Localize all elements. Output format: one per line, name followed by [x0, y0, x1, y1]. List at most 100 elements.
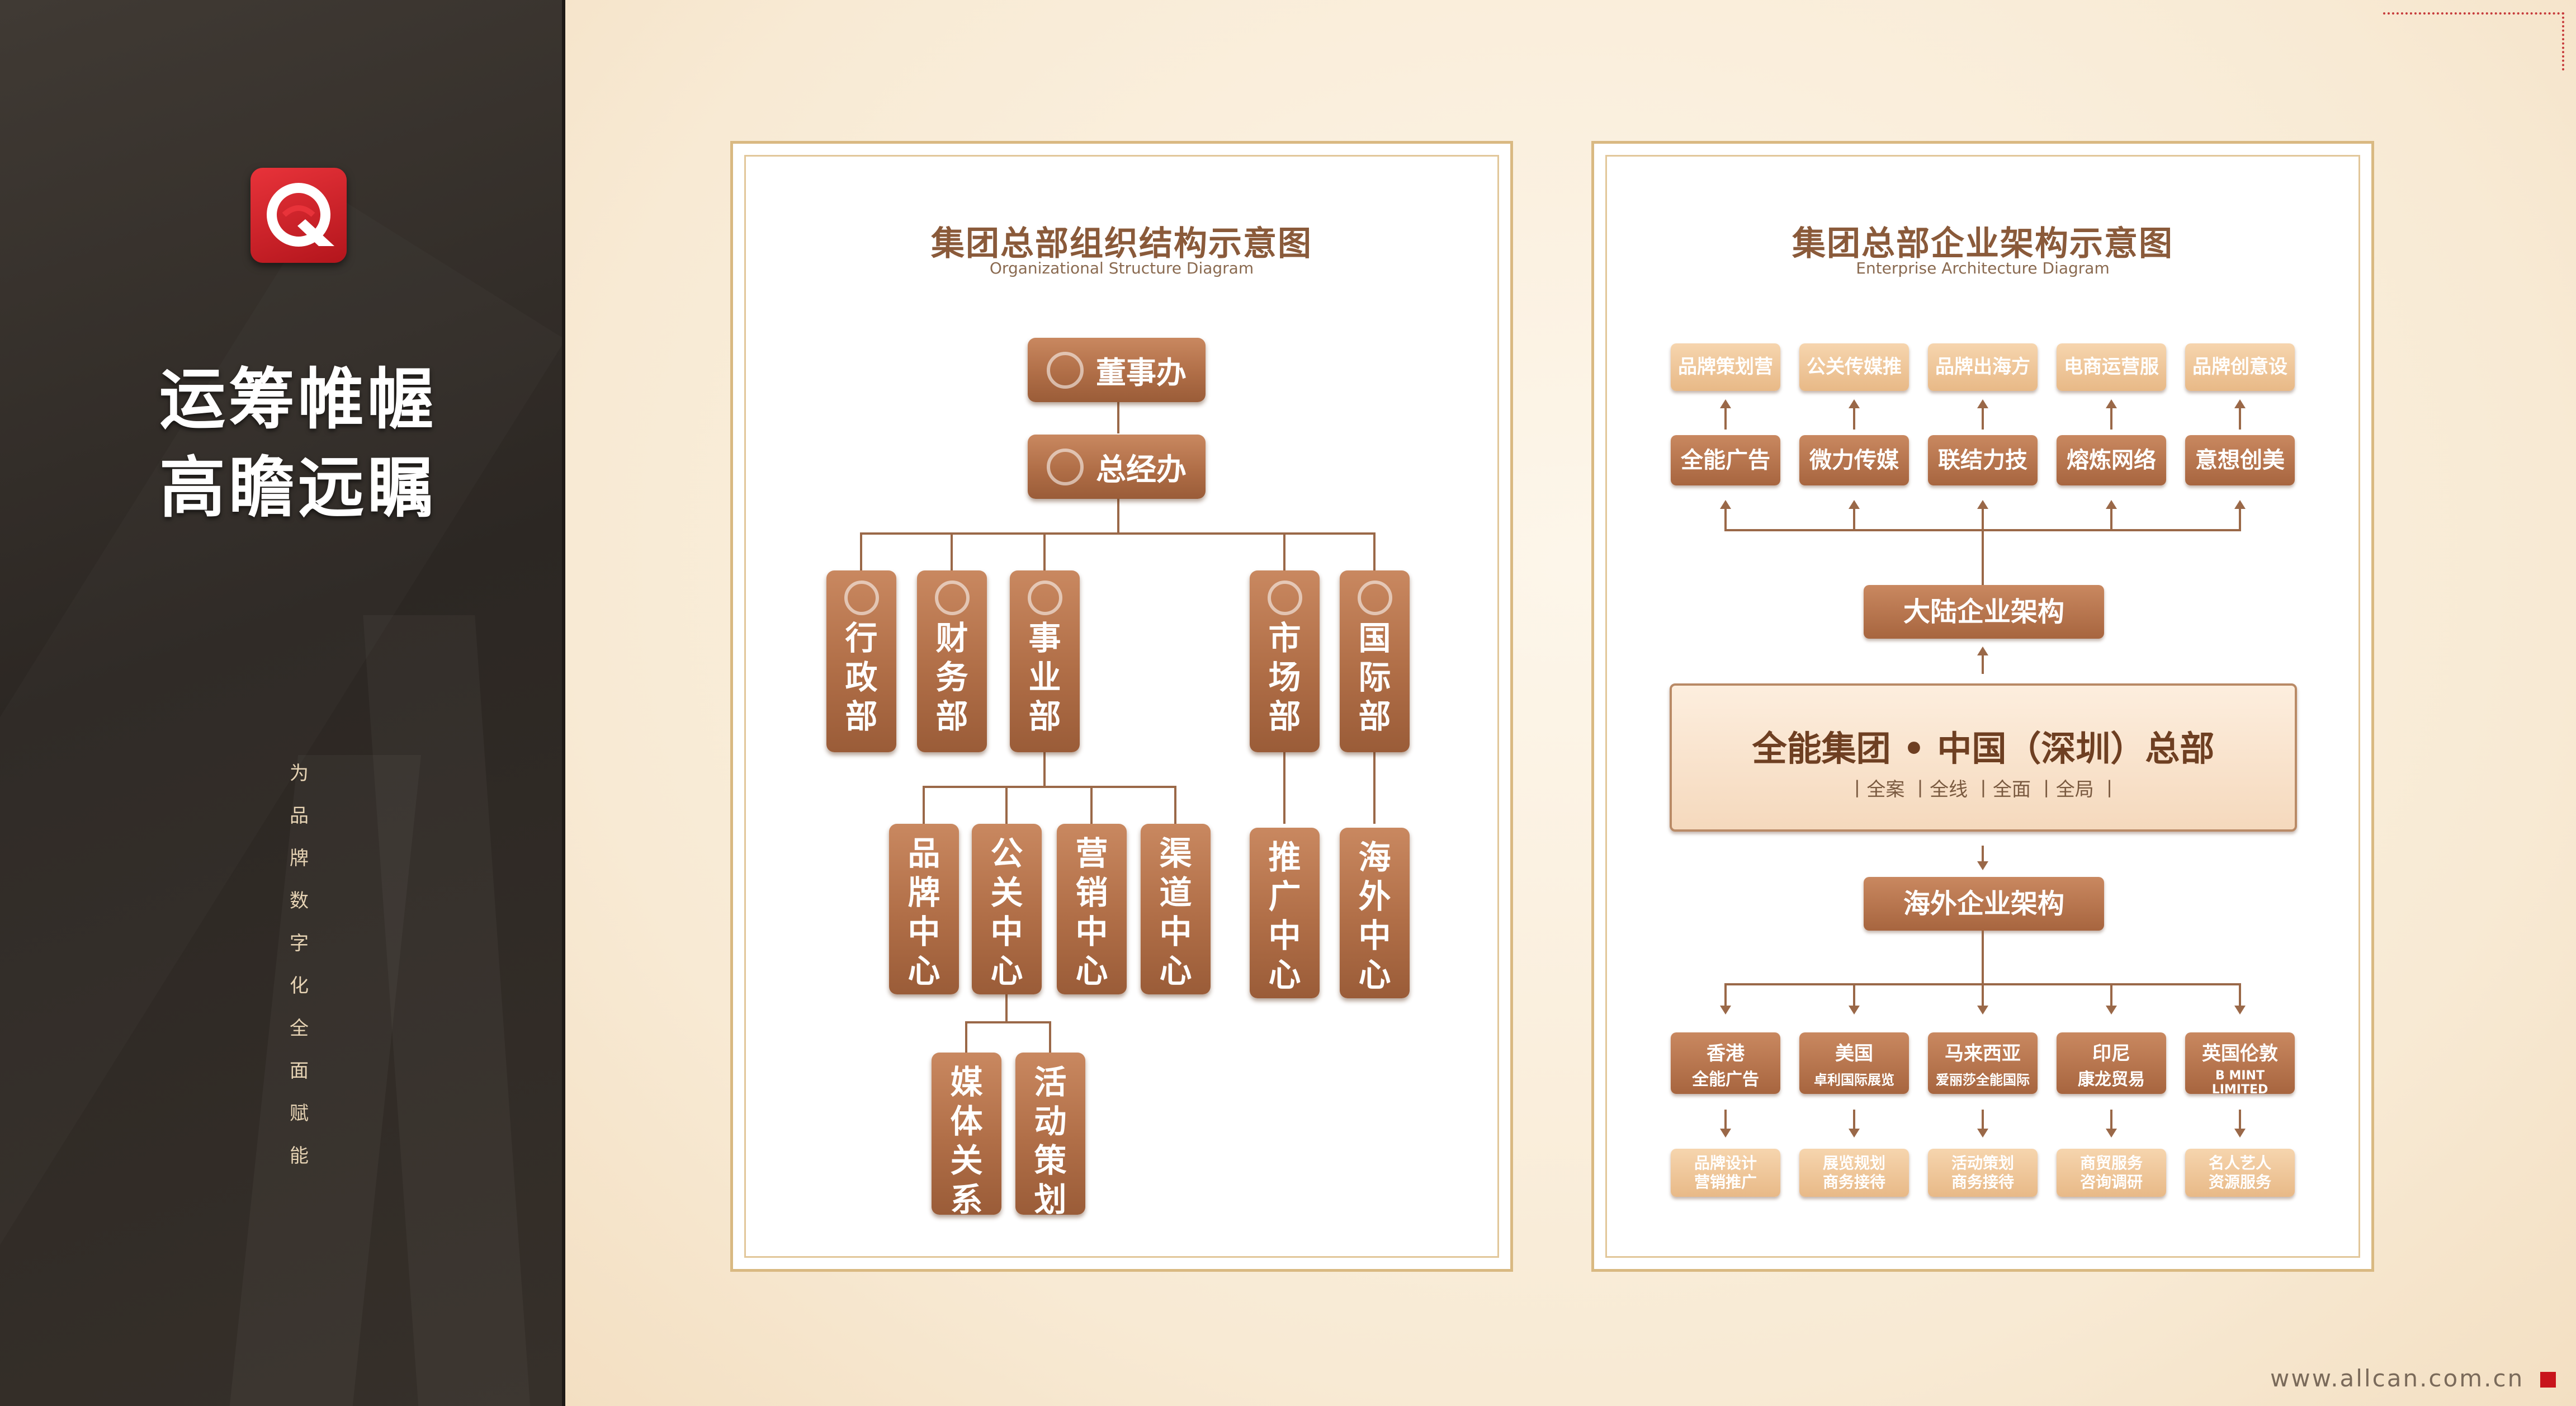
footer-red-square: [2540, 1372, 2556, 1388]
brand-q-icon: [844, 581, 879, 615]
arrow-down: [2234, 983, 2246, 1015]
arrow-up: [1849, 399, 1860, 430]
slogan-line-1: 运筹帷幄: [159, 361, 437, 438]
overseas-service-line1: 展览规划: [1822, 1154, 1885, 1172]
mainland-company-box: 微力传媒: [1799, 435, 1909, 485]
overseas-company-name: B MINT LIMITED: [2211, 1069, 2268, 1097]
unit-events-label: 活动策划: [1034, 1063, 1067, 1219]
center-pr-label: 公关中心: [990, 834, 1023, 990]
org-chart-subtitle: Organizational Structure Diagram: [989, 259, 1254, 277]
dept-market-label: 市场部: [1268, 619, 1301, 735]
website-url[interactable]: www.allcan.com.cn: [2270, 1365, 2525, 1392]
arrow-down: [1720, 983, 1731, 1015]
mainland-service-box: 品牌出海方案: [1928, 343, 2038, 426]
hq-box: 全能集团 • 中国（深圳）总部 丨全案 丨全线 丨全面 丨全局 丨: [1670, 683, 2297, 832]
mainland-service-box: 公关传媒推广: [1799, 343, 1909, 426]
overseas-region: 香港: [1707, 1042, 1745, 1065]
overseas-service-box: 商贸服务 咨询调研: [2057, 1149, 2166, 1197]
brand-q-icon: [1027, 581, 1062, 615]
mainland-service-box: 电商运营服务: [2057, 343, 2166, 426]
unit-media-box: 媒体关系: [932, 1053, 1001, 1219]
connector: [923, 786, 1176, 788]
connector: [1090, 786, 1093, 824]
arrow-up: [1849, 500, 1860, 530]
center-marketing-label: 营销中心: [1075, 834, 1108, 990]
mainland-architecture-box: 大陆企业架构: [1864, 585, 2104, 639]
brand-q-icon: [1047, 448, 1084, 485]
center-channel-box: 渠道中心: [1141, 824, 1211, 994]
mainland-service-box: 品牌创意设计: [2185, 343, 2295, 426]
overseas-service-line1: 名人艺人: [2208, 1154, 2271, 1172]
overseas-architecture-box: 海外企业架构: [1864, 877, 2104, 931]
board-office-label: 董事办: [1096, 355, 1187, 390]
overseas-company-box: 香港 全能广告: [1671, 1032, 1780, 1094]
connector: [1373, 532, 1376, 570]
arrow-down: [1977, 1110, 1988, 1138]
center-channel-label: 渠道中心: [1159, 834, 1192, 990]
arrow-down: [2106, 983, 2117, 1015]
mainland-company-box: 熔炼网络: [2057, 435, 2166, 485]
overseas-company-name: 卓利国际展览: [1814, 1072, 1894, 1088]
connector: [965, 1021, 1050, 1023]
connector: [1117, 400, 1119, 433]
unit-events-box: 活动策划: [1015, 1053, 1085, 1219]
overseas-company-name: 全能广告: [1692, 1070, 1759, 1089]
center-overseas-label: 海外中心: [1358, 838, 1391, 994]
overseas-company-box: 英国伦敦 B MINT LIMITED: [2185, 1032, 2295, 1097]
panel-inner-frame: [1605, 155, 2360, 1258]
org-chart-title: 集团总部组织结构示意图: [931, 224, 1312, 263]
overseas-region: 英国伦敦: [2202, 1042, 2278, 1065]
dept-admin-box: 行政部: [826, 570, 896, 752]
brand-q-icon: [1267, 581, 1302, 615]
mainland-company-box: 联结力技术: [1928, 435, 2038, 523]
connector: [860, 532, 862, 570]
center-promotion-label: 推广中心: [1268, 838, 1301, 994]
arrow-up: [2234, 399, 2246, 430]
overseas-service-line2: 咨询调研: [2079, 1173, 2143, 1191]
dept-market-box: 市场部: [1250, 570, 1320, 752]
arrow-down: [1977, 983, 1988, 1015]
arrow-up: [2106, 500, 2117, 530]
brand-logo-icon: [250, 168, 347, 263]
dept-finance-label: 财务部: [935, 619, 968, 735]
overseas-service-box: 展览规划 商务接待: [1799, 1149, 1909, 1197]
connector: [1049, 1021, 1051, 1053]
dept-international-box: 国际部: [1340, 570, 1410, 752]
dept-business-label: 事业部: [1028, 619, 1061, 735]
overseas-company-box: 美国 卓利国际展览: [1799, 1032, 1909, 1094]
board-office-box: 董事办: [1028, 338, 1206, 402]
brand-q-icon: [934, 581, 970, 615]
connector: [1174, 786, 1176, 824]
overseas-region: 马来西亚: [1945, 1042, 2021, 1065]
mainland-company-box: 意想创美: [2185, 435, 2295, 485]
overseas-service-line2: 商务接待: [1822, 1173, 1885, 1191]
mainland-company-box: 全能广告: [1671, 435, 1780, 485]
enterprise-chart-title: 集团总部企业架构示意图: [1792, 224, 2173, 263]
center-pr-box: 公关中心: [972, 824, 1042, 994]
arrow-up: [1977, 647, 1988, 674]
overseas-service-line1: 品牌设计: [1694, 1154, 1757, 1172]
center-overseas-box: 海外中心: [1340, 828, 1410, 998]
arrow-down: [1849, 1110, 1860, 1138]
connector: [923, 786, 925, 824]
connector: [951, 532, 953, 570]
arrow-up: [1977, 500, 1988, 530]
center-marketing-box: 营销中心: [1057, 824, 1127, 994]
hq-title: 全能集团 • 中国（深圳）总部: [1752, 728, 2215, 769]
connector: [1283, 752, 1285, 824]
overseas-service-line2: 资源服务: [2208, 1173, 2271, 1191]
overseas-service-line1: 活动策划: [1951, 1154, 2014, 1172]
overseas-company-box: 印尼 康龙贸易: [2057, 1032, 2166, 1094]
hq-slogan: 丨全案 丨全线 丨全面 丨全局 丨: [1847, 779, 2119, 801]
connector: [860, 532, 1376, 535]
connector: [1283, 532, 1285, 570]
sidebar-divider: [562, 0, 565, 1406]
overseas-region: 美国: [1835, 1042, 1873, 1065]
connector: [1982, 931, 1984, 984]
panel-inner-frame: [744, 155, 1499, 1258]
connector: [1982, 529, 1984, 585]
brand-q-icon: [1357, 581, 1392, 615]
connector: [1005, 786, 1008, 824]
dept-finance-box: 财务部: [917, 570, 987, 752]
connector: [1005, 994, 1008, 1022]
